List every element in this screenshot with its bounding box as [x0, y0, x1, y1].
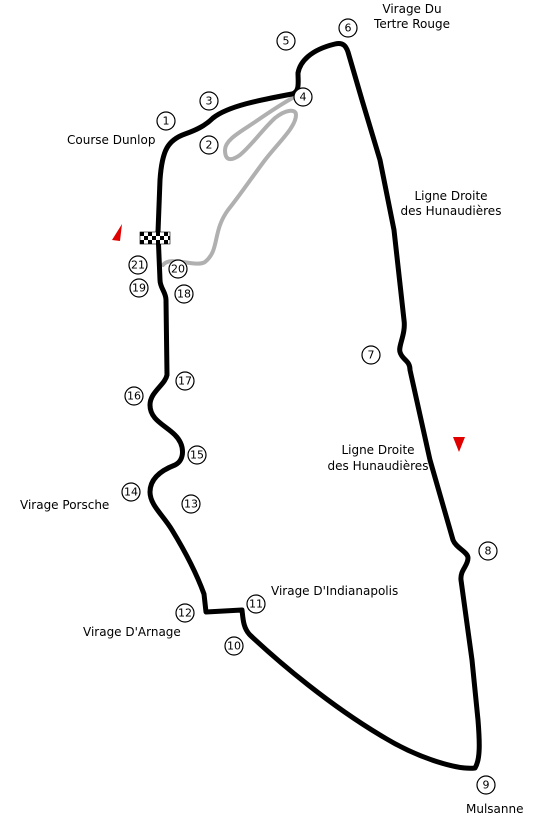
corner-label-virage-d-arnage: Virage D'Arnage	[83, 625, 181, 639]
straight-label-ligne-droite-mid-line2: des Hunaudières	[328, 459, 429, 473]
turn-marker-17: 17	[175, 371, 195, 391]
svg-text:15: 15	[190, 449, 204, 462]
turn-marker-19: 19	[129, 278, 149, 298]
corner-label-virage-d-indianapolis: Virage D'Indianapolis	[271, 584, 398, 598]
svg-text:5: 5	[283, 35, 290, 48]
svg-text:17: 17	[178, 375, 192, 388]
turn-marker-7: 7	[361, 345, 381, 365]
svg-text:7: 7	[368, 349, 375, 362]
turn-marker-2: 2	[199, 135, 219, 155]
direction-arrow-icon	[453, 437, 465, 452]
turn-marker-8: 8	[478, 541, 498, 561]
svg-text:11: 11	[249, 598, 263, 611]
turn-marker-3: 3	[199, 91, 219, 111]
svg-text:12: 12	[178, 607, 192, 620]
turn-marker-18: 18	[174, 284, 194, 304]
turn-marker-4: 4	[293, 87, 313, 107]
svg-text:20: 20	[171, 263, 185, 276]
corner-label-course-dunlop: Course Dunlop	[67, 133, 155, 147]
corner-label-mulsanne: Mulsanne	[466, 802, 524, 816]
corner-label-virage-du-tertre-rouge-line1: Virage Du	[382, 2, 441, 16]
turn-marker-1: 1	[156, 111, 176, 131]
straight-label-ligne-droite-top-line1: Ligne Droite	[414, 189, 487, 203]
svg-text:6: 6	[345, 22, 352, 35]
turn-marker-10: 10	[224, 636, 244, 656]
svg-text:9: 9	[483, 779, 490, 792]
svg-text:14: 14	[124, 486, 138, 499]
turn-marker-9: 9	[476, 775, 496, 795]
svg-text:2: 2	[206, 139, 213, 152]
turn-marker-11: 11	[246, 594, 266, 614]
svg-text:13: 13	[184, 498, 198, 511]
svg-text:21: 21	[131, 259, 145, 272]
straight-label-ligne-droite-mid-line1: Ligne Droite	[341, 443, 414, 457]
svg-text:4: 4	[300, 91, 307, 104]
svg-text:1: 1	[163, 115, 170, 128]
turn-marker-12: 12	[175, 603, 195, 623]
turn-marker-21: 21	[128, 255, 148, 275]
turn-marker-15: 15	[187, 445, 207, 465]
corner-label-virage-du-tertre-rouge-line2: Tertre Rouge	[373, 17, 450, 31]
svg-text:16: 16	[127, 390, 141, 403]
corner-label-virage-porsche: Virage Porsche	[20, 498, 109, 512]
direction-arrow-icon	[112, 224, 122, 241]
turn-marker-20: 20	[168, 259, 188, 279]
main-circuit-path	[147, 41, 482, 771]
svg-text:18: 18	[177, 288, 191, 301]
straight-label-ligne-droite-top-line2: des Hunaudières	[401, 204, 502, 218]
bugatti-circuit-path	[161, 94, 298, 267]
checkered-flag-icon	[139, 231, 171, 245]
turn-marker-13: 13	[181, 494, 201, 514]
svg-text:10: 10	[227, 640, 241, 653]
svg-text:8: 8	[485, 545, 492, 558]
turn-marker-6: 6	[338, 18, 358, 38]
turn-marker-16: 16	[124, 386, 144, 406]
svg-text:19: 19	[132, 282, 146, 295]
svg-text:3: 3	[206, 95, 213, 108]
turn-marker-14: 14	[121, 482, 141, 502]
turn-marker-5: 5	[276, 31, 296, 51]
